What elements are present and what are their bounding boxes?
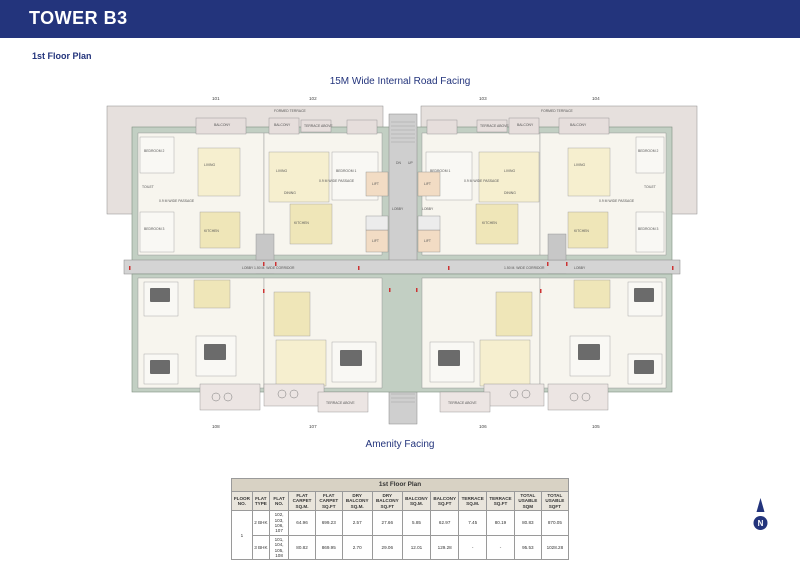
svg-text:LIFT: LIFT	[372, 182, 379, 186]
svg-text:0.9 M WIDE PASSAGE: 0.9 M WIDE PASSAGE	[319, 179, 355, 183]
col-balcony-sqm: BALCONY SQ.M.	[401, 490, 432, 512]
flat-no-107: 107	[309, 424, 317, 429]
table-title: 1st Floor Plan	[231, 478, 569, 492]
col-terrace-sqm: TERRACE SQ.M.	[458, 490, 488, 512]
col-terrace-sqft: TERRACE SQ.FT	[486, 490, 515, 512]
floor-plan-title: 1st Floor Plan	[32, 51, 92, 61]
svg-text:LIFT: LIFT	[424, 239, 431, 243]
col-balcony-sqft: BALCONY SQ.FT	[430, 490, 460, 512]
svg-text:KITCHEN: KITCHEN	[294, 221, 309, 225]
formed-terrace-label-left: FORMED TERRACE	[274, 109, 307, 113]
col-flat-carpet-sqm: FLAT CARPET SQ.M.	[288, 490, 316, 512]
svg-text:TERRACE ABOVE: TERRACE ABOVE	[448, 401, 477, 405]
flat-no-108: 108	[212, 424, 220, 429]
north-arrow-icon: N	[753, 498, 768, 532]
col-dry-balcony-sqm: DRY BALCONY SQ.M.	[341, 490, 373, 512]
svg-text:KITCHEN: KITCHEN	[574, 229, 589, 233]
col-total-usable-sqm: TOTAL USABLE SQM	[513, 490, 542, 512]
flat-no-104: 104	[592, 96, 600, 101]
svg-text:1.50 M. WIDE CORRIDOR: 1.50 M. WIDE CORRIDOR	[504, 266, 545, 270]
svg-text:LIVING: LIVING	[504, 169, 515, 173]
col-flat-no: FLAT NO.	[268, 490, 290, 512]
svg-text:LIVING: LIVING	[204, 163, 215, 167]
svg-text:LOBBY: LOBBY	[392, 207, 404, 211]
svg-text:0.9 M WIDE PASSAGE: 0.9 M WIDE PASSAGE	[159, 199, 195, 203]
svg-text:LOBBY: LOBBY	[242, 266, 254, 270]
svg-text:BEDROOM 2: BEDROOM 2	[144, 149, 164, 153]
svg-text:TOILET: TOILET	[142, 185, 154, 189]
formed-terrace-label-right: FORMED TERRACE	[541, 109, 574, 113]
col-total-usable-sqft: TOTAL USABLE SQFT	[540, 490, 570, 512]
svg-text:BEDROOM 1: BEDROOM 1	[336, 169, 356, 173]
flat-no-102: 102	[309, 96, 317, 101]
svg-text:DN: DN	[396, 161, 401, 165]
svg-text:LIFT: LIFT	[424, 182, 431, 186]
svg-text:BEDROOM 3: BEDROOM 3	[144, 227, 164, 231]
area-statement-table: 1st Floor Plan FLOOR NO. FLAT TYPE FLAT …	[231, 478, 570, 561]
col-dry-balcony-sqft: DRY BALCONY SQ.FT	[371, 490, 403, 512]
svg-text:BALCONY: BALCONY	[274, 123, 291, 127]
svg-text:TERRACE ABOVE: TERRACE ABOVE	[326, 401, 355, 405]
table-row: 1 2 BHK 102, 103, 106, 107 64.96 699.23 …	[231, 510, 570, 561]
svg-text:LOBBY: LOBBY	[574, 266, 586, 270]
amenity-facing-label: Amenity Facing	[365, 439, 435, 450]
col-flat-carpet-sqft: FLAT CARPET SQ.FT	[314, 490, 343, 512]
svg-text:BEDROOM 2: BEDROOM 2	[638, 149, 658, 153]
svg-text:KITCHEN: KITCHEN	[482, 221, 497, 225]
floor-no-cell: 1	[231, 510, 253, 561]
svg-text:DINING: DINING	[284, 191, 296, 195]
svg-text:BALCONY: BALCONY	[517, 123, 534, 127]
corridor	[123, 259, 681, 275]
svg-text:TOILET: TOILET	[644, 185, 656, 189]
svg-text:BEDROOM 1: BEDROOM 1	[430, 169, 450, 173]
svg-text:UP: UP	[408, 161, 413, 165]
svg-text:BALCONY: BALCONY	[570, 123, 587, 127]
svg-text:LIVING: LIVING	[276, 169, 287, 173]
col-floor-no: FLOOR NO.	[231, 490, 253, 512]
svg-text:LOBBY: LOBBY	[422, 207, 434, 211]
svg-text:TERRACE ABOVE: TERRACE ABOVE	[480, 124, 509, 128]
flat-no-106: 106	[479, 424, 487, 429]
svg-text:BEDROOM 3: BEDROOM 3	[638, 227, 658, 231]
floor-plan-drawing: FORMED TERRACE FORMED TERRACE BALCONY BA…	[104, 92, 699, 432]
flat-no-105: 105	[592, 424, 600, 429]
road-facing-label: 15M Wide Internal Road Facing	[329, 76, 471, 87]
svg-text:DINING: DINING	[504, 191, 516, 195]
flat-no-101: 101	[212, 96, 220, 101]
header-bar: TOWER B3	[0, 0, 800, 38]
flat-no-103: 103	[479, 96, 487, 101]
svg-text:TERRACE ABOVE: TERRACE ABOVE	[304, 124, 333, 128]
svg-text:0.9 M WIDE PASSAGE: 0.9 M WIDE PASSAGE	[464, 179, 500, 183]
svg-text:LIVING: LIVING	[574, 163, 585, 167]
svg-text:0.9 M WIDE PASSAGE: 0.9 M WIDE PASSAGE	[599, 199, 635, 203]
tower-title: TOWER B3	[29, 8, 128, 28]
svg-text:LIFT: LIFT	[372, 239, 379, 243]
table-row: 3 BHK 101, 104, 105, 108 80.82 869.95 2.…	[232, 534, 570, 561]
col-flat-type: FLAT TYPE	[251, 490, 271, 512]
compass-letter: N	[758, 519, 764, 528]
svg-text:KITCHEN: KITCHEN	[204, 229, 219, 233]
svg-text:1.50 M. WIDE CORRIDOR: 1.50 M. WIDE CORRIDOR	[254, 266, 295, 270]
svg-text:BALCONY: BALCONY	[214, 123, 231, 127]
